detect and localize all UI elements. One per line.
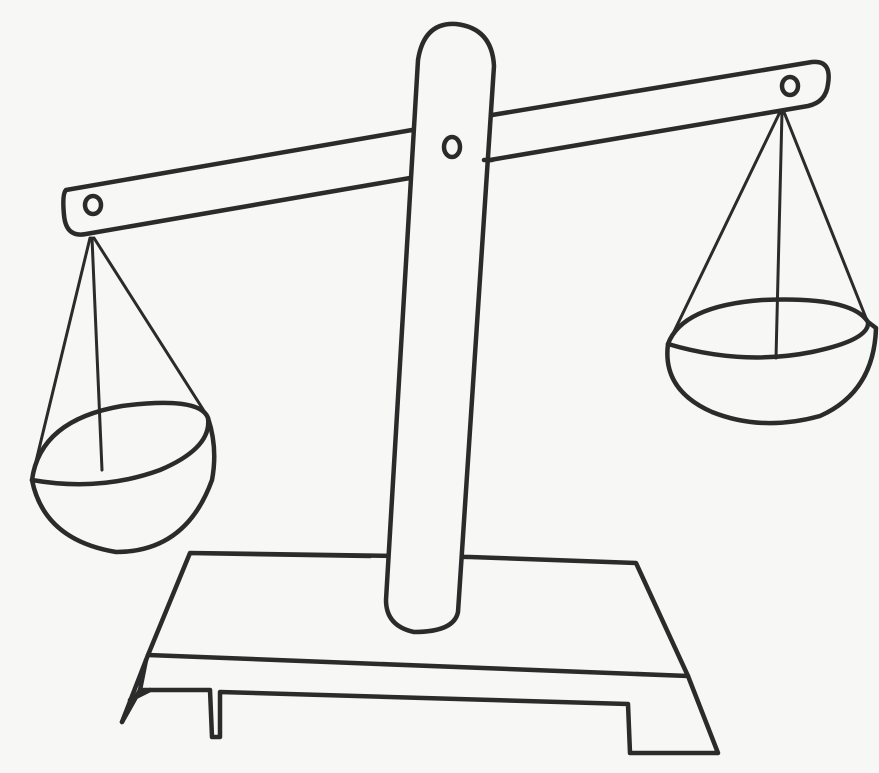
right-pan-bowl xyxy=(667,322,876,423)
left-pan-rim xyxy=(32,403,208,484)
beam-left-hole xyxy=(85,196,101,214)
right-pan xyxy=(667,112,876,423)
right-pan-string-right xyxy=(784,112,866,318)
left-pan xyxy=(32,238,214,552)
left-pan-string-left xyxy=(32,238,90,478)
right-pan-string-left xyxy=(668,112,780,344)
beam-right-hole xyxy=(782,77,798,95)
right-pan-string-center xyxy=(776,112,782,358)
right-pan-rim xyxy=(668,299,868,357)
left-pan-string-center xyxy=(92,238,102,470)
left-pan-string-right xyxy=(94,238,206,414)
scale-pillar xyxy=(386,24,494,632)
